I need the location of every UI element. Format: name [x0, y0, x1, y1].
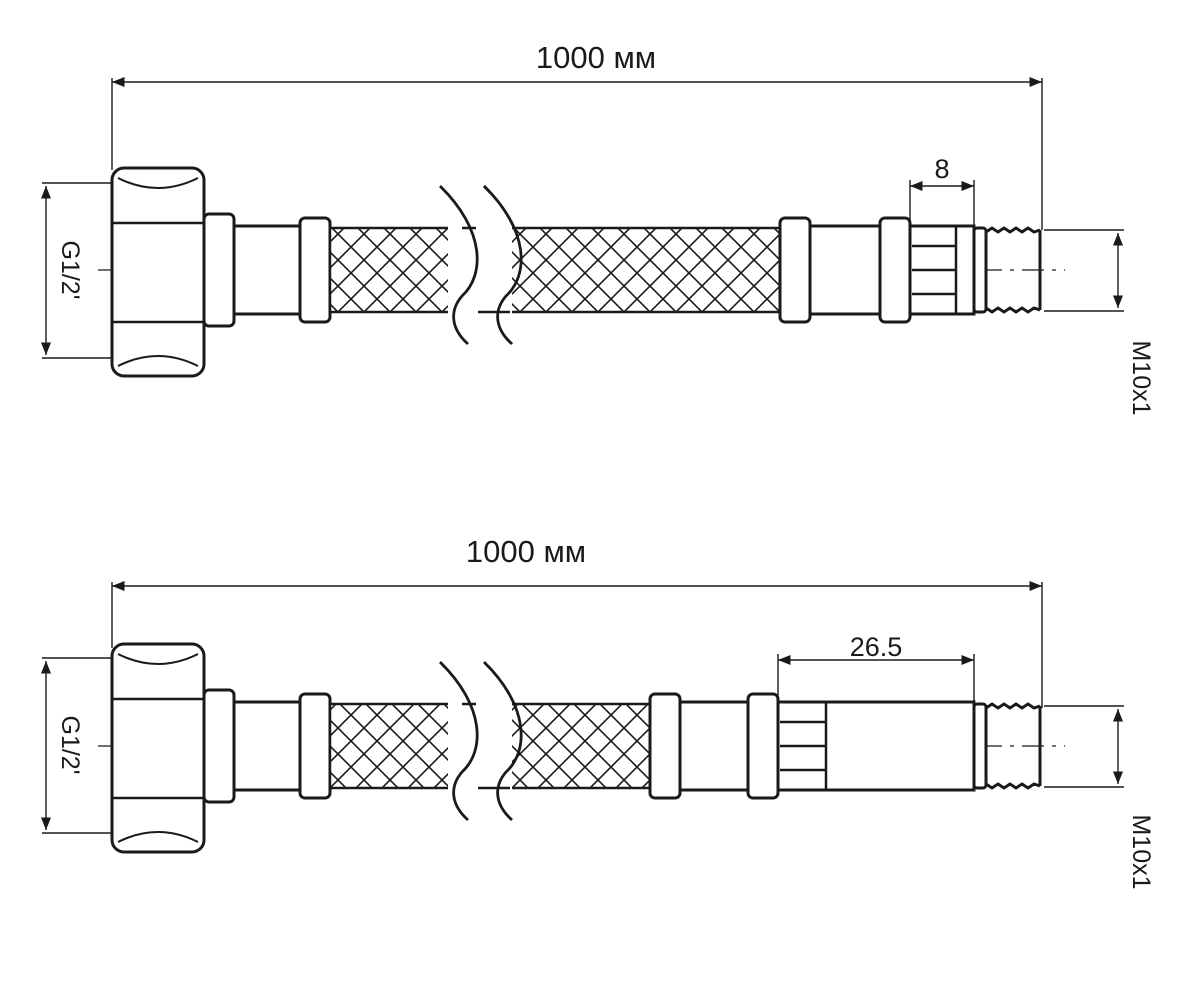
sleeve-right-top — [808, 224, 882, 316]
nipple-long-bottom — [776, 700, 976, 792]
fitting-collar-bottom — [746, 692, 780, 800]
braided-hose-left-top — [328, 226, 464, 314]
length-label-bottom: 1000 мм — [466, 534, 586, 569]
nut-collar-top — [202, 212, 236, 328]
hose-assembly-top: 1000 мм G1/2' — [40, 40, 1155, 416]
fitting-collar-top — [878, 216, 912, 324]
braided-hose-right-top — [498, 226, 782, 314]
hex-nut-top — [110, 166, 206, 378]
length-dimension-bottom: 1000 мм — [111, 534, 1043, 708]
length-label-top: 1000 мм — [536, 40, 656, 75]
sleeve-left-bottom — [232, 700, 302, 792]
crimp-ferrule-left-bottom — [298, 692, 332, 800]
braided-hose-right-bottom — [498, 702, 652, 790]
nipple-dimension-bottom: 26.5 — [777, 632, 975, 702]
outlet-label-bottom: M10x1 — [1127, 814, 1155, 889]
outlet-label-top: M10x1 — [1127, 340, 1155, 415]
nipple-dimension-top: 8 — [909, 154, 975, 226]
outlet-dimension-top: M10x1 — [1044, 229, 1155, 416]
inlet-dimension-bottom: G1/2' — [40, 657, 112, 834]
crimp-ferrule-right-bottom — [648, 692, 682, 800]
crimp-ferrule-left-top — [298, 216, 332, 324]
sleeve-left-top — [232, 224, 302, 316]
crimp-ferrule-right-top — [778, 216, 812, 324]
nipple-label-bottom: 26.5 — [850, 632, 903, 662]
hex-nut-bottom — [110, 642, 206, 854]
hose-assembly-bottom: 1000 мм G1/2' — [40, 534, 1155, 890]
inlet-dimension-top: G1/2' — [40, 182, 112, 359]
thread-m10-bottom — [972, 702, 1042, 790]
sleeve-right-bottom — [678, 700, 750, 792]
outlet-dimension-bottom: M10x1 — [1044, 705, 1155, 890]
braided-hose-left-bottom — [328, 702, 464, 790]
thread-m10-top — [972, 226, 1042, 314]
nipple-short-top — [908, 224, 976, 316]
inlet-label-bottom: G1/2' — [56, 716, 84, 775]
nipple-label-top: 8 — [934, 154, 949, 184]
inlet-label-top: G1/2' — [56, 241, 84, 300]
length-dimension-top: 1000 мм — [111, 40, 1043, 230]
nut-collar-bottom — [202, 688, 236, 804]
